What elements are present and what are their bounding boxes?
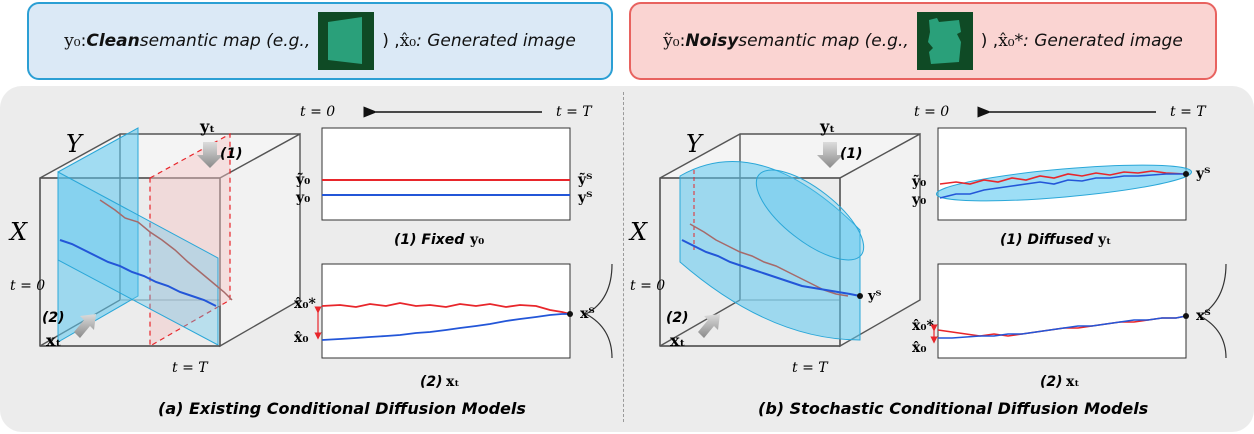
step1-arrow-a [197, 142, 223, 168]
legend-colon: : [80, 31, 87, 51]
cube-axis-y-a: Y [66, 130, 84, 158]
cube-axis-x-b: X [628, 218, 648, 246]
cube-t0-a: t = 0 [10, 278, 45, 294]
diffusion-ellipse [935, 164, 1193, 202]
fixed-y0-label: y₀ [295, 190, 310, 206]
caption-b: (b) Stochastic Conditional Diffusion Mod… [758, 399, 1148, 418]
cube-axis-x-a: X [8, 218, 28, 246]
cube-tT-b: t = T [792, 360, 829, 376]
top-chart-tT-b: t = T [1170, 104, 1207, 120]
step2-label-b: (2) [666, 310, 689, 326]
front-condition-plane-a [57, 171, 219, 346]
legend-colon: : [679, 31, 686, 51]
xt-subtitle-symbol-b: xₜ [1066, 374, 1080, 390]
legend-y0-symbol: y₀ [64, 31, 81, 51]
xt-subtitle-symbol-a: xₜ [446, 374, 460, 390]
noisy-condition-plane-a [149, 132, 231, 348]
fixed-y0-chart [321, 127, 571, 221]
red-trajectory-a [99, 199, 233, 301]
x0-label-b: x̂₀ [912, 340, 926, 356]
xt-red-trajectory-a [321, 302, 571, 315]
legend-clean: y₀ : Clean semantic map (e.g., ) , x̂₀ :… [27, 2, 613, 80]
cube-tT-a: t = T [172, 360, 209, 376]
fixed-yT-tilde-label: ỹᵀ [577, 171, 593, 188]
gaussian-curve-b [1198, 263, 1227, 359]
top-chart-t0-a: t = 0 [300, 104, 335, 120]
x0-star-label-b: x̂₀* [912, 318, 934, 334]
diffused-volume-cap [755, 169, 865, 261]
legend-close: ) , [980, 31, 999, 51]
xT-label-b: xᵀ [1196, 308, 1211, 324]
xT-label-a: xᵀ [580, 306, 595, 322]
legend-x0-star-symbol: x̂₀* [998, 31, 1024, 51]
noisy-semantic-map-thumbnail [916, 12, 973, 70]
legend-clean-desc: semantic map (e.g., [139, 31, 311, 51]
legend-generated-desc: : Generated image [416, 31, 576, 51]
legend-x0-symbol: x̂₀ [399, 31, 417, 51]
panel-divider [623, 92, 624, 422]
diffused-y0-tilde-label: ỹ₀ [911, 173, 926, 190]
clean-condition-plane-a [57, 127, 139, 343]
top-chart-t0-b: t = 0 [914, 104, 949, 120]
legend-close: ) , [382, 31, 400, 51]
diffused-subtitle: (1) Diffused [1000, 232, 1094, 248]
xt-chart-a [321, 263, 571, 359]
cond-yt-label-b: yₜ [819, 117, 835, 136]
fixed-yT-label: yᵀ [577, 190, 593, 206]
panel-a: Y X t = 0 t = T yₜ (1) (2) xₜ t = 0 t = … [8, 104, 613, 418]
cond-yt-label-a: yₜ [199, 117, 215, 136]
clean-semantic-map-thumbnail [318, 12, 375, 70]
legend-y0-tilde-symbol: ỹ₀ [663, 31, 680, 51]
top-chart-tT-a: t = T [556, 104, 593, 120]
gaussian-curve-a [584, 263, 613, 359]
legend-noisy: ỹ₀ : Noisy semantic map (e.g., ) , x̂₀* … [629, 2, 1217, 80]
legend-noisy-label: Noisy [685, 31, 739, 51]
step1-label-b: (1) [840, 146, 863, 162]
fixed-y0-tilde-label: ỹ₀ [295, 171, 310, 188]
step2-label-a: (2) [42, 310, 65, 326]
fixed-subtitle: (1) Fixed [394, 232, 465, 248]
xt-chart-b [937, 263, 1187, 359]
legend-generated-desc: : Generated image [1023, 31, 1183, 51]
diffused-subtitle-symbol: yₜ [1097, 232, 1111, 248]
cube-yT-label-b: yᵀ [867, 289, 882, 304]
diffused-condition-volume [679, 161, 861, 341]
blue-trajectory-a [59, 239, 217, 307]
cube-axis-y-b: Y [686, 130, 704, 158]
xt-label-a: xₜ [46, 331, 62, 350]
x0-star-label-a: x̂₀* [294, 296, 316, 312]
step1-label-a: (1) [220, 146, 243, 162]
legend-noisy-desc: semantic map (e.g., [738, 31, 909, 51]
cube-t0-b: t = 0 [630, 278, 665, 294]
step2-arrow-a [74, 314, 96, 338]
xt-blue-trajectory-a [321, 313, 570, 341]
legend-clean-label: Clean [86, 31, 140, 51]
xt-label-b: xₜ [670, 331, 686, 350]
diffused-blue-line [939, 173, 1186, 199]
xt-blue-trajectory-b [938, 315, 1187, 339]
diffused-y0-label: y₀ [911, 192, 926, 208]
step1-arrow-b [817, 142, 843, 168]
x0-label-a: x̂₀ [294, 330, 308, 346]
diffused-yT-label: yᵀ [1195, 166, 1211, 182]
caption-a: (a) Existing Conditional Diffusion Model… [158, 399, 526, 418]
step2-arrow-b [698, 314, 720, 338]
xt-subtitle-b: (2) [1040, 374, 1063, 390]
fixed-subtitle-symbol: y₀ [469, 232, 484, 248]
xt-subtitle-a: (2) [420, 374, 443, 390]
blue-trajectory-b [681, 239, 861, 297]
diffused-red-line [939, 170, 1187, 185]
panel-b: yᵀ Y X t = 0 t = T yₜ (1) (2) xₜ t = 0 t… [628, 104, 1227, 418]
